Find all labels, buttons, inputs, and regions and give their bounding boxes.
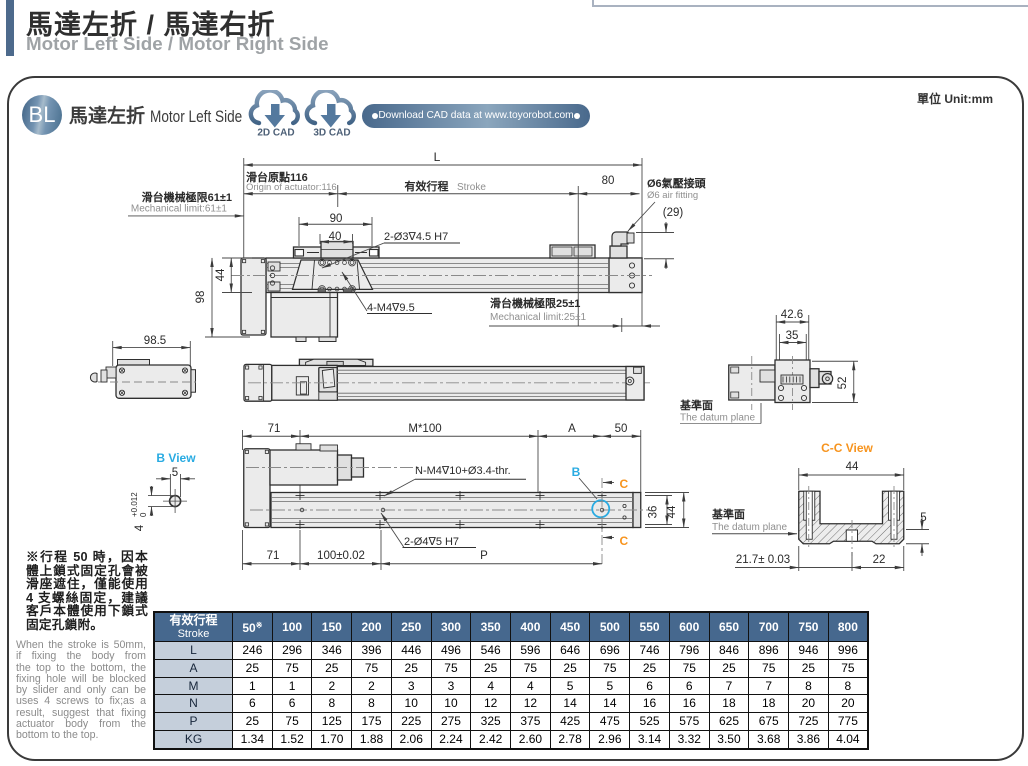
- svg-text:21.7± 0.03: 21.7± 0.03: [736, 554, 790, 566]
- svg-text:44: 44: [215, 268, 227, 281]
- svg-text:Ø6 air fitting: Ø6 air fitting: [647, 190, 698, 201]
- svg-text:50: 50: [615, 423, 628, 435]
- svg-text:2-Ø3∇4.5 H7: 2-Ø3∇4.5 H7: [384, 231, 448, 243]
- svg-text:52: 52: [837, 377, 849, 390]
- svg-text:98: 98: [195, 291, 207, 304]
- svg-text:4-M4∇9.5: 4-M4∇9.5: [367, 302, 415, 314]
- svg-text:Ø6氣壓接頭: Ø6氣壓接頭: [647, 176, 707, 190]
- svg-text:The datum plane: The datum plane: [712, 522, 787, 533]
- svg-text:N-M4∇10+Ø3.4-thr.: N-M4∇10+Ø3.4-thr.: [415, 465, 511, 477]
- svg-text:C-C View: C-C View: [821, 441, 873, 455]
- svg-text:3D CAD: 3D CAD: [313, 128, 350, 139]
- svg-text:M*100: M*100: [408, 423, 441, 435]
- svg-text:C: C: [620, 534, 629, 548]
- svg-text:80: 80: [602, 175, 615, 187]
- svg-text:+0.012: +0.012: [130, 492, 139, 517]
- svg-text:Stroke: Stroke: [457, 182, 486, 193]
- svg-text:Mechanical limit:61±1: Mechanical limit:61±1: [131, 204, 228, 215]
- svg-text:98.5: 98.5: [144, 335, 166, 347]
- svg-text:44: 44: [666, 505, 678, 518]
- svg-text:B View: B View: [156, 451, 196, 465]
- svg-text:35: 35: [786, 330, 799, 342]
- svg-text:B: B: [572, 465, 581, 479]
- svg-text:5: 5: [920, 512, 926, 524]
- svg-text:2-Ø4∇5 H7: 2-Ø4∇5 H7: [404, 536, 459, 548]
- svg-text:滑台機械極限61±1: 滑台機械極限61±1: [142, 190, 232, 204]
- svg-text:71: 71: [268, 423, 281, 435]
- svg-text:基準面: 基準面: [711, 507, 745, 521]
- svg-text:Mechanical limit:25±1: Mechanical limit:25±1: [490, 312, 587, 323]
- svg-text:22: 22: [873, 554, 886, 566]
- svg-text:A: A: [568, 423, 576, 435]
- svg-text:2D CAD: 2D CAD: [257, 128, 294, 139]
- svg-text:滑台機械極限25±1: 滑台機械極限25±1: [490, 296, 580, 310]
- svg-text:有效行程: 有效行程: [405, 179, 449, 193]
- svg-text:90: 90: [330, 213, 343, 225]
- svg-text:44: 44: [846, 461, 859, 473]
- svg-text:The datum plane: The datum plane: [680, 413, 755, 424]
- svg-text:36: 36: [648, 506, 660, 519]
- svg-text:滑台原點116: 滑台原點116: [246, 170, 308, 184]
- svg-text:4: 4: [134, 524, 146, 531]
- svg-text:Origin of actuator:116: Origin of actuator:116: [246, 182, 337, 193]
- svg-text:0: 0: [139, 512, 148, 517]
- svg-text:C: C: [620, 477, 629, 491]
- svg-text:42.6: 42.6: [781, 309, 803, 321]
- svg-text:基準面: 基準面: [679, 398, 713, 412]
- svg-text:(29): (29): [663, 207, 684, 219]
- svg-text:40: 40: [329, 231, 342, 243]
- svg-text:71: 71: [267, 550, 280, 562]
- svg-text:L: L: [434, 150, 441, 164]
- svg-text:P: P: [480, 550, 488, 562]
- svg-text:5: 5: [172, 467, 178, 479]
- svg-text:100±0.02: 100±0.02: [317, 550, 365, 562]
